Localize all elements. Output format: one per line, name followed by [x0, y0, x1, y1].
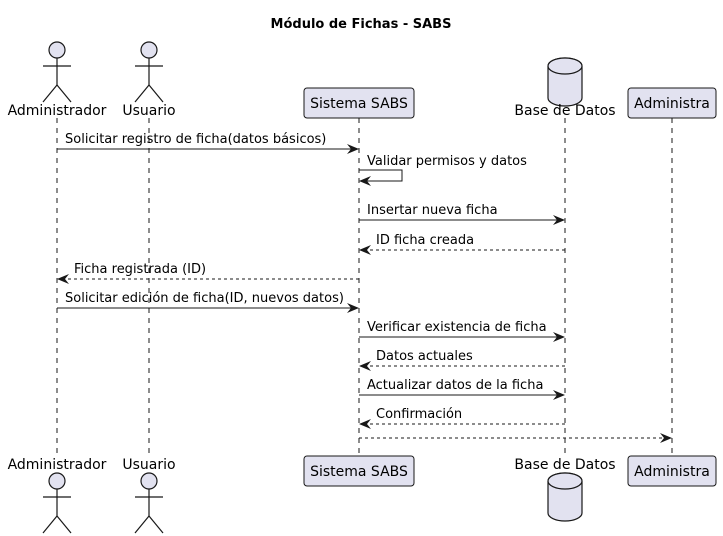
message-8: Datos actuales [359, 349, 565, 371]
message-6: Solicitar edición de ficha(ID, nuevos da… [57, 291, 359, 313]
message-label: ID ficha creada [376, 233, 474, 248]
actor-bottom-user [134, 472, 164, 534]
database-top-db [547, 57, 583, 107]
participant-top-sys: Sistema SABS [303, 87, 415, 119]
message-10: Confirmación [359, 407, 565, 429]
message-label: Insertar nueva ficha [367, 203, 498, 218]
message-arrow [359, 169, 403, 186]
message-label: Solicitar registro de ficha(datos básico… [65, 132, 326, 147]
message-label: Solicitar edición de ficha(ID, nuevos da… [65, 291, 344, 306]
participant-bottom-adm2: Administra [627, 455, 717, 487]
database-bottom-db [547, 472, 583, 522]
participant-bottom-sys: Sistema SABS [303, 455, 415, 487]
message-3: Insertar nueva ficha [359, 203, 565, 225]
participant-bottom-sys-label: Sistema SABS [310, 464, 408, 480]
participant-top-label-admin: Administrador [8, 103, 107, 119]
participant-top-adm2: Administra [627, 87, 717, 119]
message-5: Ficha registrada (ID) [57, 262, 359, 284]
participants-top: Administrador Usuario Sistema SABS Base de … [8, 41, 717, 119]
participant-bottom-adm2-label: Administra [634, 464, 710, 480]
diagram-title: Módulo de Fichas - SABS [271, 17, 452, 32]
actor-bottom-admin [42, 472, 72, 534]
message-2: Validar permisos y datos [359, 154, 527, 186]
participant-top-sys-label: Sistema SABS [310, 96, 408, 112]
message-9: Actualizar datos de la ficha [359, 378, 565, 400]
participant-bottom-label-admin: Administrador [8, 457, 107, 473]
message-label: Ficha registrada (ID) [74, 262, 206, 277]
message-label: Verificar existencia de ficha [367, 320, 547, 335]
actor-top-admin [42, 41, 72, 103]
message-4: ID ficha creada [359, 233, 565, 255]
actor-top-user [134, 41, 164, 103]
participants-bottom: Administrador Usuario Sistema SABS Base de … [8, 455, 717, 534]
messages: Solicitar registro de ficha(datos básico… [57, 132, 672, 443]
message-7: Verificar existencia de ficha [359, 320, 565, 342]
participant-bottom-label-user: Usuario [122, 457, 175, 473]
message-label: Validar permisos y datos [367, 154, 527, 169]
lifelines [56, 118, 673, 456]
participant-bottom-label-db: Base de Datos [514, 457, 615, 473]
message-label: Actualizar datos de la ficha [367, 378, 543, 393]
message-1: Solicitar registro de ficha(datos básico… [57, 132, 359, 154]
participant-top-adm2-label: Administra [634, 96, 710, 112]
participant-top-label-user: Usuario [122, 103, 175, 119]
participant-top-label-db: Base de Datos [514, 103, 615, 119]
message-label: Datos actuales [376, 349, 473, 364]
message-label: Confirmación [376, 407, 462, 422]
